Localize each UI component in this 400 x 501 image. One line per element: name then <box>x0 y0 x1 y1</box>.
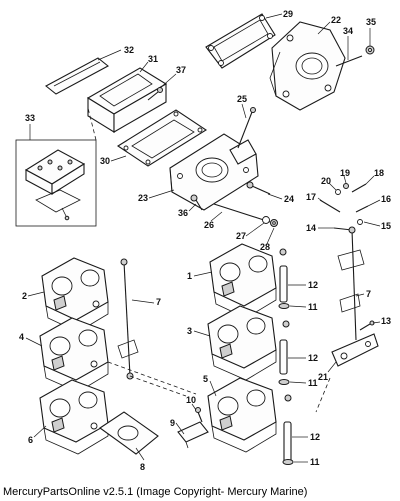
callout-21: 21 <box>318 372 328 382</box>
leader-lines <box>25 13 381 463</box>
washer-15 <box>357 219 363 225</box>
callout-2: 2 <box>22 291 27 301</box>
callout-33: 33 <box>25 113 35 123</box>
gasket-30 <box>116 109 208 167</box>
callout-7-right: 7 <box>366 289 371 299</box>
callout-labels: 32 31 37 29 22 34 35 33 30 25 23 24 36 2… <box>19 9 391 472</box>
callout-5: 5 <box>203 374 208 384</box>
nut-19 <box>343 183 349 189</box>
callout-30: 30 <box>100 156 110 166</box>
callout-26: 26 <box>204 220 214 230</box>
callout-28: 28 <box>260 242 270 252</box>
carburetor-4 <box>39 317 109 393</box>
gasket-8 <box>99 411 159 455</box>
clamp-11-middle <box>278 379 290 385</box>
bracket-9 <box>177 421 209 449</box>
screw-16 <box>355 205 369 213</box>
screw-18 <box>351 183 367 193</box>
fuel-hose-12-bottom <box>283 421 292 463</box>
reed-plate-32 <box>45 57 109 95</box>
reed-detail-box-33 <box>15 139 97 227</box>
callout-11-bottom: 11 <box>310 457 320 467</box>
carburetor-6 <box>39 379 109 455</box>
callout-32: 32 <box>124 45 134 55</box>
reed-block-31 <box>86 67 168 133</box>
callout-34: 34 <box>343 26 353 36</box>
callout-7-left: 7 <box>156 297 161 307</box>
callout-11-top: 11 <box>308 302 318 312</box>
callout-25: 25 <box>237 94 247 104</box>
callout-15: 15 <box>381 221 391 231</box>
callout-9: 9 <box>170 418 175 428</box>
screw-10 <box>195 407 203 423</box>
callout-16: 16 <box>381 194 391 204</box>
callout-10: 10 <box>186 395 196 405</box>
callout-12-bottom: 12 <box>310 432 320 442</box>
carburetor-1 <box>209 243 277 319</box>
image-caption: MercuryPartsOnline v2.5.1 (Image Copyrig… <box>3 486 308 498</box>
clamp-11-top <box>278 303 290 309</box>
callout-37: 37 <box>176 65 186 75</box>
screw-13 <box>359 320 375 331</box>
callout-36: 36 <box>178 208 188 218</box>
callout-13: 13 <box>381 316 391 326</box>
callout-24: 24 <box>284 194 294 204</box>
flange-22 <box>269 21 346 111</box>
callout-18: 18 <box>374 168 384 178</box>
link-17 <box>319 199 341 213</box>
throttle-housing-23 <box>169 133 259 211</box>
fuel-hose-12-middle <box>279 339 288 375</box>
nut-28 <box>270 219 278 227</box>
callout-6: 6 <box>28 435 33 445</box>
screw-37 <box>147 87 163 101</box>
carburetor-5 <box>207 377 277 453</box>
screw-24 <box>246 181 271 195</box>
callout-11-middle: 11 <box>308 378 318 388</box>
callout-8: 8 <box>140 462 145 472</box>
gasket-29 <box>205 13 276 69</box>
screw-25 <box>237 107 256 149</box>
lever-21 <box>331 333 379 367</box>
callout-27: 27 <box>236 231 246 241</box>
link-rod-7-left <box>117 258 139 380</box>
callout-20: 20 <box>321 176 331 186</box>
screw-36 <box>190 194 203 211</box>
carburetor-3 <box>207 305 277 381</box>
callout-22: 22 <box>331 15 341 25</box>
callout-12-middle: 12 <box>308 353 318 363</box>
callout-23: 23 <box>138 193 148 203</box>
shaft-26 <box>213 203 271 223</box>
callout-1: 1 <box>187 271 192 281</box>
callout-35: 35 <box>366 17 376 27</box>
callout-29: 29 <box>283 9 293 19</box>
washer-27 <box>262 216 270 224</box>
fuel-hose-12-top <box>279 265 288 303</box>
washer-20 <box>335 189 341 195</box>
callout-31: 31 <box>148 54 158 64</box>
clamp-11-bottom <box>282 459 294 465</box>
callout-3: 3 <box>187 326 192 336</box>
callout-17: 17 <box>306 192 316 202</box>
stud-34 <box>335 55 363 67</box>
nut-35 <box>365 45 375 55</box>
callout-19: 19 <box>340 168 350 178</box>
carburetor-2 <box>41 257 109 333</box>
callout-14: 14 <box>306 223 316 233</box>
callout-12-top: 12 <box>308 280 318 290</box>
lever-14 <box>333 226 356 234</box>
link-rod-7-right <box>337 229 365 341</box>
callout-4: 4 <box>19 332 24 342</box>
